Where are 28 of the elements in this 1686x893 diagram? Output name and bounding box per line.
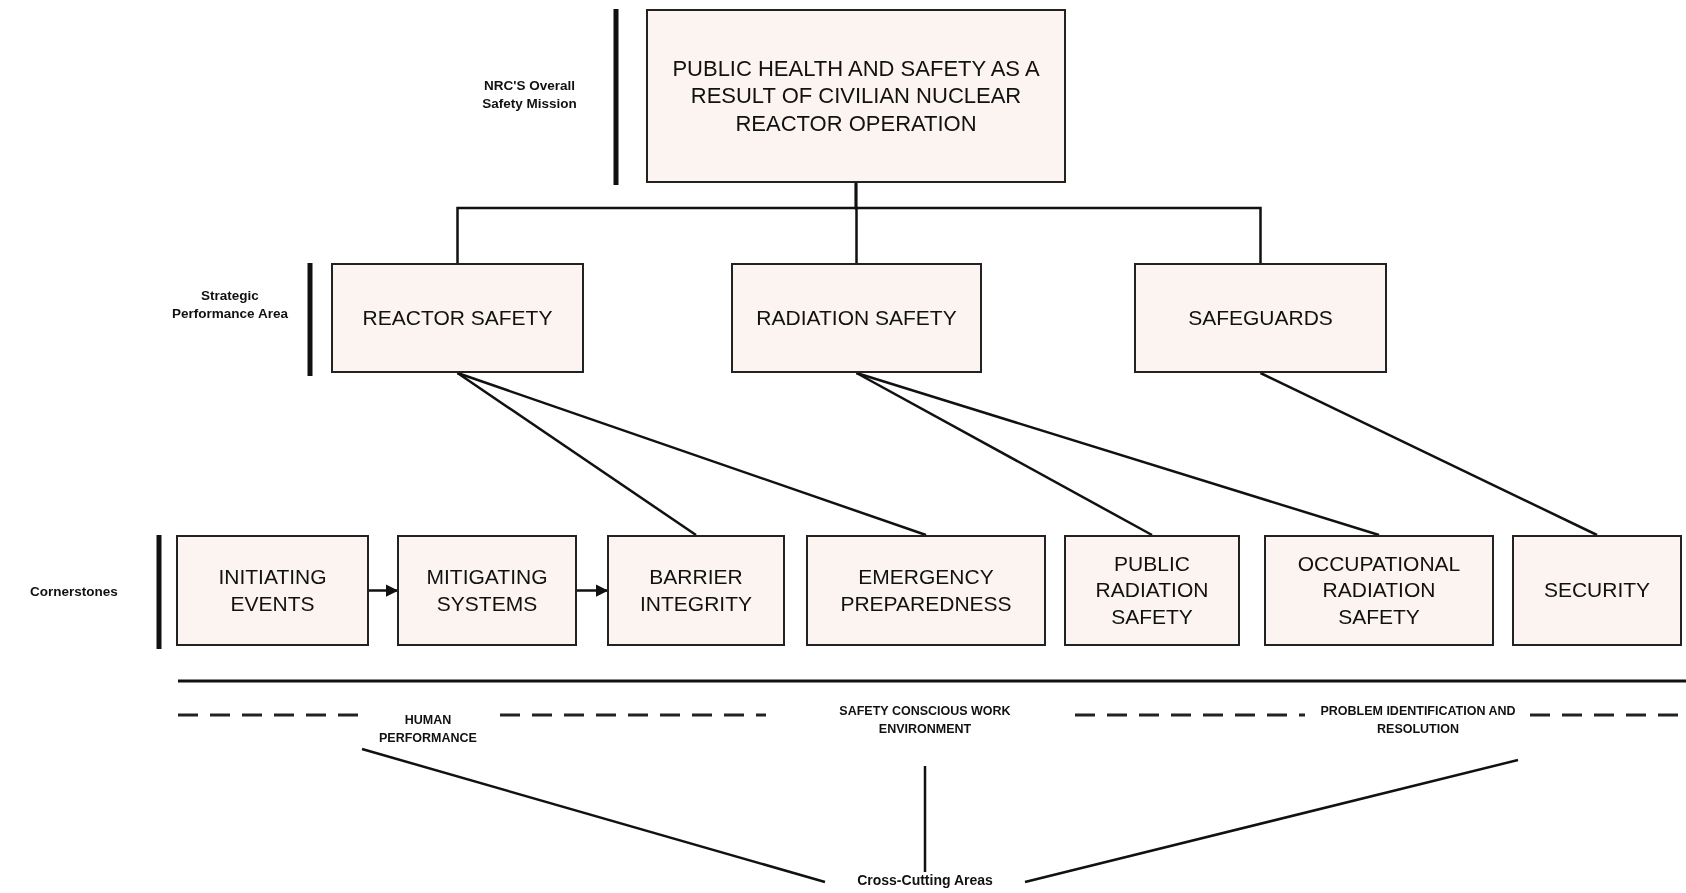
cornerstone-box: PUBLIC HEALTH AND SAFETY AS A RESULT OF CIVILIAN NUCLEAR REACTOR OPERATION <box>646 9 1066 183</box>
cornerstone-box: EMERGENCY PREPAREDNESS <box>806 535 1046 646</box>
level-label: Strategic Performance Area <box>171 287 289 324</box>
cornerstone-box: BARRIER INTEGRITY <box>607 535 785 646</box>
cross-cutting-label: HUMAN PERFORMANCE <box>362 711 494 749</box>
connector-line <box>456 371 697 537</box>
connector-line <box>1024 758 1519 884</box>
connector-line <box>1259 371 1598 537</box>
cornerstone-box: SAFEGUARDS <box>1134 263 1387 373</box>
connector-line <box>577 584 609 597</box>
cross-cutting-label: PROBLEM IDENTIFICATION AND RESOLUTION <box>1318 702 1518 760</box>
connector-line <box>457 371 927 537</box>
connector-line <box>856 371 1380 537</box>
cornerstone-box: REACTOR SAFETY <box>331 263 584 373</box>
cornerstone-box: INITIATING EVENTS <box>176 535 369 646</box>
level-label: Cornerstones <box>29 583 119 601</box>
cornerstone-box: RADIATION SAFETY <box>731 263 982 373</box>
cornerstone-box: OCCUPATIONAL RADIATION SAFETY <box>1264 535 1494 646</box>
connector-line <box>854 183 1262 263</box>
level-label: NRC'S Overall Safety Mission <box>481 77 578 114</box>
cross-cutting-title: Cross-Cutting Areas <box>825 872 1025 892</box>
connector-line <box>369 584 399 597</box>
connector-line <box>361 747 826 884</box>
connector-line <box>923 766 927 872</box>
cornerstone-box: MITIGATING SYSTEMS <box>397 535 577 646</box>
cross-cutting-label: SAFETY CONSCIOUS WORK ENVIRONMENT <box>835 702 1015 760</box>
cornerstone-box: SECURITY <box>1512 535 1682 646</box>
cornerstone-box: PUBLIC RADIATION SAFETY <box>1064 535 1240 646</box>
